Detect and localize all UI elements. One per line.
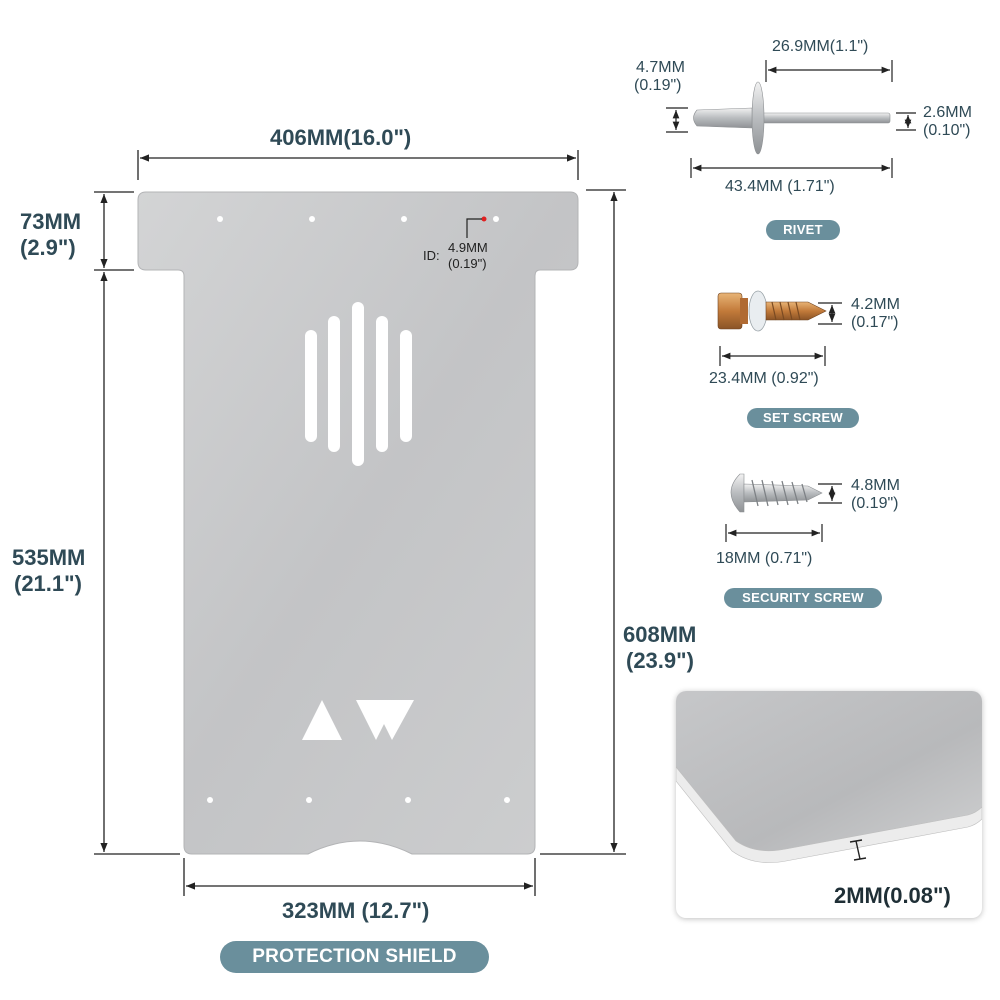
security-screw-diameter-in-label: (0.19") [851,495,899,512]
rivet-dimension-lines [666,60,916,178]
shield-bottom-width-label: 323MM (12.7") [282,898,430,923]
hole-marker-dot [481,216,487,222]
set-screw-image [717,290,827,332]
shield-tab-height-mm-label: 73MM [20,209,82,234]
security-screw-diameter-mm-label: 4.8MM [851,477,900,494]
mounting-hole [504,797,510,803]
shield-body-height-in-label: (21.1") [14,571,82,596]
protection-shield-title-badge: PROTECTION SHIELD [220,941,489,973]
mounting-hole [217,216,223,222]
set-screw-diameter-mm-label: 4.2MM [851,296,900,313]
hole-id-mm-label: 4.9MM [448,240,488,255]
mounting-hole [207,797,213,803]
rivet-image [693,81,891,155]
mounting-hole [401,216,407,222]
thickness-closeup-card [676,691,982,918]
security-screw-image [730,473,823,513]
rivet-tip-in-label: (0.10") [923,122,971,139]
set-screw-diameter-in-label: (0.17") [851,314,899,331]
shield-total-height-in-label: (23.9") [626,648,694,673]
security-screw-length-label: 18MM (0.71") [716,550,813,567]
mounting-hole [306,797,312,803]
plate-thickness-label: 2MM(0.08") [834,883,951,908]
set-screw-title-badge: SET SCREW [747,408,859,428]
hole-id-prefix-label: ID: [423,248,440,263]
rivet-tip-mm-label: 2.6MM [923,104,972,121]
hole-callout-line [466,218,482,238]
rivet-total-length-label: 43.4MM (1.71") [725,178,835,195]
protection-shield-plate [137,191,579,855]
shield-dimension-lines [94,150,626,896]
rivet-title-badge: RIVET [766,220,840,240]
rivet-head-mm-label: 4.7MM [636,59,685,76]
rivet-length-label: 26.9MM(1.1") [772,38,869,55]
set-screw-length-label: 23.4MM (0.92") [709,370,819,387]
brand-logo-triangles [302,700,414,740]
vent-slots [305,302,412,466]
hole-id-in-label: (0.19") [448,256,487,271]
security-screw-dimension-lines [725,483,842,542]
security-screw-title-badge: SECURITY SCREW [724,588,882,608]
mounting-hole [309,216,315,222]
shield-body-height-mm-label: 535MM [12,545,86,570]
shield-total-height-mm-label: 608MM [623,622,697,647]
shield-tab-height-in-label: (2.9") [20,235,76,260]
thickness-closeup-image [676,691,982,863]
rivet-head-in-label: (0.19") [634,77,682,94]
set-screw-dimension-lines [719,302,842,366]
mounting-hole [405,797,411,803]
mounting-hole [493,216,499,222]
shield-top-width-label: 406MM(16.0") [270,125,412,150]
